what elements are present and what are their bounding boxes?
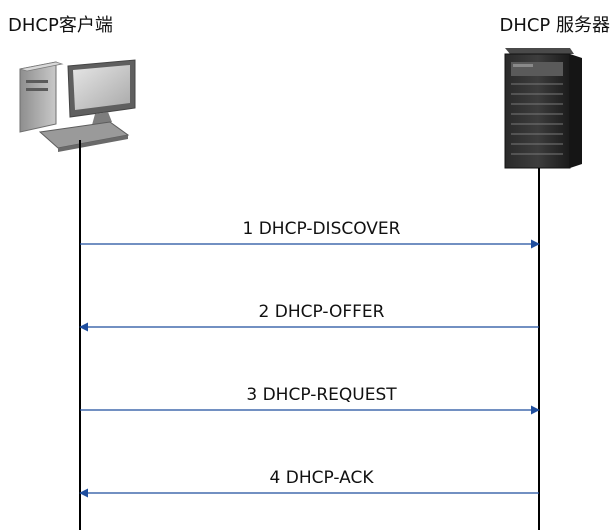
desktop-computer-icon bbox=[19, 59, 136, 152]
message-label: 3 DHCP-REQUEST bbox=[246, 385, 397, 405]
message-list: 1 DHCP-DISCOVER 2 DHCP-OFFER 3 DHCP-REQUES… bbox=[79, 219, 540, 498]
message-label: 2 DHCP-OFFER bbox=[259, 302, 385, 322]
message-label: 4 DHCP-ACK bbox=[270, 468, 375, 488]
tower-server-icon bbox=[504, 48, 582, 169]
client-label: DHCP客户端 bbox=[8, 15, 113, 36]
server-label: DHCP 服务器 bbox=[499, 15, 610, 36]
message-label: 1 DHCP-DISCOVER bbox=[242, 219, 400, 239]
